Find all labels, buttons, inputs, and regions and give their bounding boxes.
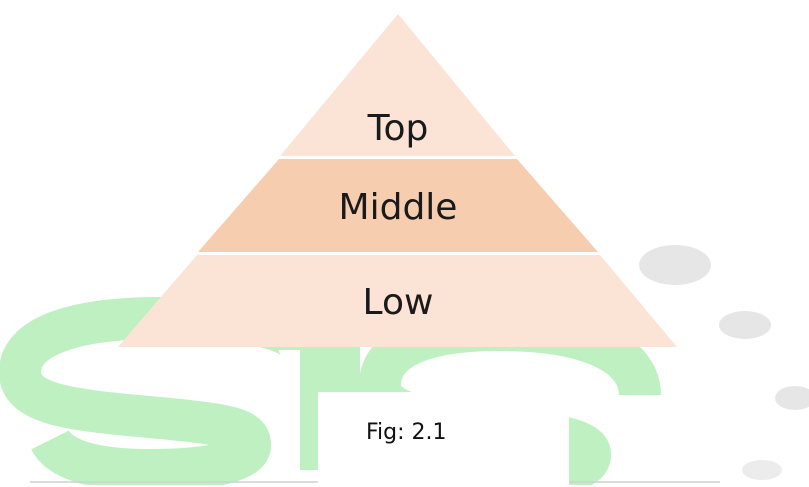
tier-label-top: Top xyxy=(367,108,429,149)
pyramid-tier-top xyxy=(280,14,515,156)
tier-label-middle: Middle xyxy=(339,187,458,228)
watermark-dot xyxy=(742,460,782,480)
tier-label-low: Low xyxy=(363,282,434,323)
pyramid-tier-low xyxy=(118,255,677,347)
caption-box xyxy=(318,392,569,487)
watermark-dot xyxy=(719,311,771,339)
pyramid-tier-middle xyxy=(198,159,598,252)
watermark-dot xyxy=(775,386,809,410)
watermark-dot xyxy=(639,245,711,285)
figure-caption: Fig: 2.1 xyxy=(366,420,447,445)
